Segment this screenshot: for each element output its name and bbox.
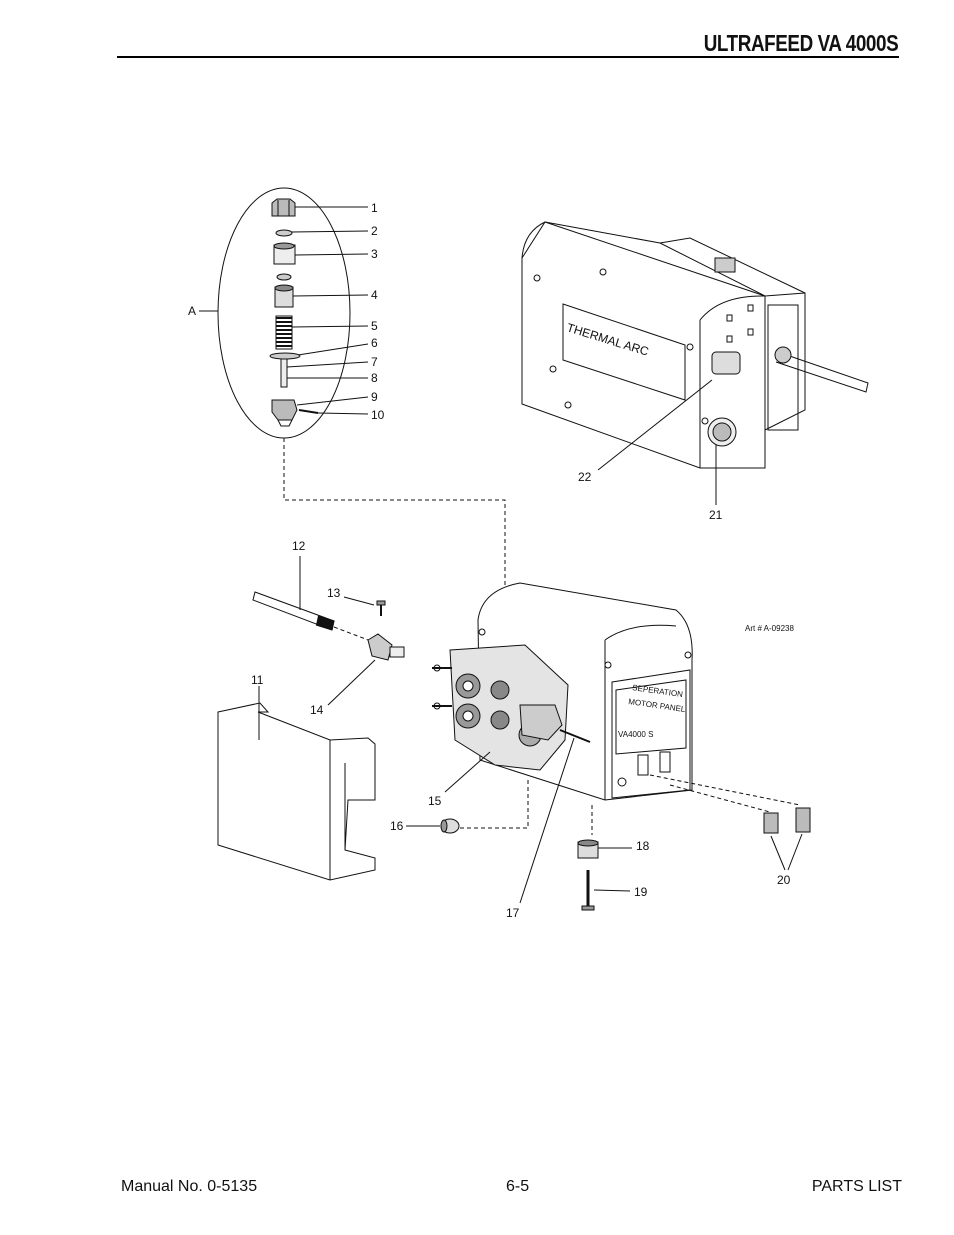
- rear-housing-assembly: [521, 221, 869, 469]
- callout-12: 12: [292, 539, 306, 553]
- part-19-screw-icon: [581, 870, 595, 911]
- header-rule: [117, 56, 899, 58]
- callout-15: 15: [428, 794, 442, 808]
- part-6-plate-icon: [269, 352, 301, 360]
- callout-13: 13: [327, 586, 341, 600]
- part-20-switch-icon: [763, 807, 811, 834]
- callout-6: 6: [371, 336, 378, 350]
- part-4-spacer-icon: [274, 284, 294, 308]
- part-2-washer-icon: [275, 229, 293, 237]
- footer-section: PARTS LIST: [811, 1178, 902, 1195]
- footer-page-number: 6-5: [506, 1178, 530, 1195]
- callout-5: 5: [371, 319, 378, 333]
- part-9-clevis-icon: [271, 399, 298, 427]
- callout-4: 4: [371, 288, 378, 302]
- footer-manual-number: Manual No. 0-5135: [121, 1178, 258, 1195]
- part-17-guide-icon: [559, 729, 591, 743]
- callout-8: 8: [371, 371, 378, 385]
- part-8-shaft-icon: [280, 358, 288, 388]
- part-5-spring-icon: [275, 315, 293, 350]
- callout-22: 22: [578, 470, 592, 484]
- part-1-knob-icon: [271, 198, 296, 217]
- callout-21: 21: [709, 508, 723, 522]
- callout-17: 17: [506, 906, 520, 920]
- part-11-cover-icon: [217, 702, 376, 881]
- part-13-screw-icon: [376, 600, 386, 616]
- part-3-bushing-icon: [273, 242, 296, 265]
- callout-20: 20: [777, 873, 791, 887]
- callout-19: 19: [634, 885, 648, 899]
- part-15-drive-mechanism-icon: [432, 644, 569, 771]
- callout-16: 16: [390, 819, 404, 833]
- callout-2: 2: [371, 224, 378, 238]
- art-number: Art # A-09238: [745, 624, 794, 633]
- callout-10: 10: [371, 408, 385, 422]
- page-title: ULTRAFEED VA 4000S: [703, 30, 898, 56]
- callout-9: 9: [371, 390, 378, 404]
- callout-7: 7: [371, 355, 378, 369]
- part-12-rod-icon: [252, 591, 335, 631]
- callout-1: 1: [371, 201, 378, 215]
- part-10-pin-icon: [298, 409, 319, 414]
- part-18-foot-icon: [577, 839, 599, 859]
- callout-3: 3: [371, 247, 378, 261]
- model-marking: VA4000 S: [618, 730, 653, 739]
- callout-14: 14: [310, 703, 324, 717]
- callout-a: A: [188, 304, 196, 318]
- callout-11: 11: [251, 673, 264, 687]
- part-16-knob-icon: [440, 818, 460, 834]
- part-14-fitting-icon: [367, 633, 405, 661]
- callout-18: 18: [636, 839, 650, 853]
